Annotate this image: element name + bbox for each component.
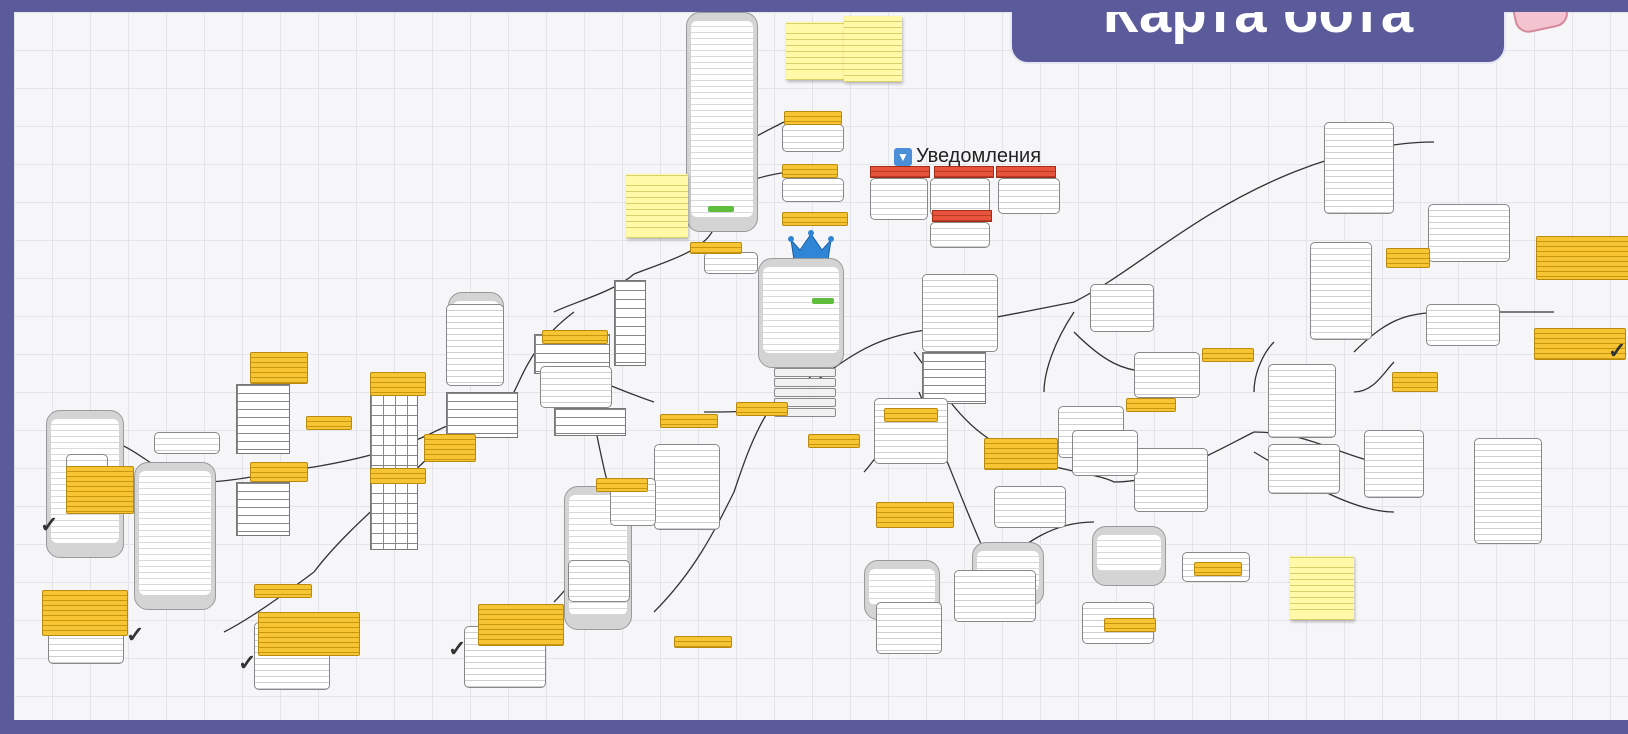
message-bubble[interactable] <box>930 222 990 248</box>
bot-message-block[interactable] <box>596 478 648 492</box>
bot-message-block[interactable] <box>42 590 128 636</box>
message-bubble[interactable] <box>1364 430 1424 498</box>
message-bubble[interactable] <box>1090 284 1154 332</box>
alert-block[interactable] <box>996 166 1056 178</box>
bot-message-block[interactable] <box>542 330 608 344</box>
message-bubble[interactable] <box>446 304 504 386</box>
notifications-heading: ▼ Уведомления <box>894 145 1041 168</box>
bot-message-block[interactable] <box>66 466 134 514</box>
message-bubble[interactable] <box>782 178 844 202</box>
bot-screen-main[interactable] <box>758 258 844 368</box>
checkmark-icon: ✓ <box>1608 338 1627 363</box>
message-bubble[interactable] <box>154 432 220 454</box>
message-bubble[interactable] <box>782 124 844 152</box>
message-bubble[interactable] <box>1134 448 1208 512</box>
bot-message-block[interactable] <box>782 164 838 178</box>
bot-message-block[interactable] <box>1202 348 1254 362</box>
bot-message-block[interactable] <box>250 462 308 482</box>
message-bubble[interactable] <box>930 178 990 216</box>
keyboard-grid[interactable] <box>922 352 986 404</box>
bot-message-block[interactable] <box>1104 618 1156 632</box>
message-bubble[interactable] <box>654 444 720 530</box>
bot-message-block[interactable] <box>736 402 788 416</box>
message-bubble[interactable] <box>870 178 928 220</box>
message-bubble[interactable] <box>1324 122 1394 214</box>
message-bubble[interactable] <box>998 178 1060 214</box>
bot-message-block[interactable] <box>1386 248 1430 268</box>
bot-screen-start[interactable] <box>686 12 758 232</box>
message-bubble[interactable] <box>922 274 998 352</box>
keyboard-grid[interactable] <box>236 482 290 536</box>
keyboard-grid[interactable] <box>446 392 518 438</box>
checkmark-icon: ✓ <box>238 650 257 675</box>
alert-block[interactable] <box>934 166 994 178</box>
message-bubble[interactable] <box>994 486 1066 528</box>
bot-message-block[interactable] <box>370 468 426 484</box>
bot-message-block[interactable] <box>250 352 308 384</box>
keyboard-grid[interactable] <box>370 394 418 470</box>
bot-message-block[interactable] <box>1392 372 1438 392</box>
checkmark-icon: ✓ <box>126 622 145 647</box>
keyboard-grid[interactable] <box>236 384 290 454</box>
message-bubble[interactable] <box>1428 204 1510 262</box>
bot-message-block[interactable] <box>660 414 718 428</box>
message-bubble[interactable] <box>1310 242 1372 340</box>
bot-screen[interactable] <box>134 462 216 610</box>
keyboard-grid[interactable] <box>370 482 418 550</box>
message-bubble[interactable] <box>954 570 1036 622</box>
bot-message-block[interactable] <box>1194 562 1242 576</box>
bot-message-block[interactable] <box>1534 328 1626 360</box>
bot-message-block[interactable] <box>808 434 860 448</box>
bot-screen[interactable] <box>1092 526 1166 586</box>
message-bubble[interactable] <box>1474 438 1542 544</box>
board-title: Карта бота <box>1010 12 1506 64</box>
sticky-note[interactable] <box>1290 556 1354 620</box>
sticky-note[interactable] <box>786 22 844 80</box>
alert-block[interactable] <box>932 210 992 222</box>
bot-message-block[interactable] <box>1536 236 1628 280</box>
whiteboard-canvas[interactable]: Карта бота ▼ Уведомления <box>14 12 1628 720</box>
bot-message-block[interactable] <box>674 636 732 648</box>
message-bubble[interactable] <box>1426 304 1500 346</box>
bot-message-block[interactable] <box>782 212 848 226</box>
checkmark-icon: ✓ <box>448 636 467 661</box>
bot-message-block[interactable] <box>478 604 564 646</box>
bot-message-block[interactable] <box>1126 398 1176 412</box>
bot-message-block[interactable] <box>784 111 842 125</box>
message-bubble[interactable] <box>1134 352 1200 398</box>
message-bubble[interactable] <box>1082 602 1154 644</box>
message-bubble[interactable] <box>1268 444 1340 494</box>
bot-message-block[interactable] <box>690 242 742 254</box>
down-arrow-icon: ▼ <box>894 147 912 166</box>
bot-message-block[interactable] <box>876 502 954 528</box>
message-bubble[interactable] <box>876 602 942 654</box>
keyboard-grid[interactable] <box>554 408 626 436</box>
bot-message-block[interactable] <box>258 612 360 656</box>
sticky-note[interactable] <box>844 16 902 82</box>
bot-message-block[interactable] <box>370 372 426 396</box>
bot-message-block[interactable] <box>984 438 1058 470</box>
bot-message-block[interactable] <box>884 408 938 422</box>
message-bubble[interactable] <box>704 252 758 274</box>
alert-block[interactable] <box>870 166 930 178</box>
keyboard-grid[interactable] <box>614 280 646 366</box>
bot-message-block[interactable] <box>424 434 476 462</box>
sticky-note[interactable] <box>626 174 688 238</box>
checkmark-icon: ✓ <box>40 512 59 537</box>
bot-message-block[interactable] <box>306 416 352 430</box>
bot-message-block[interactable] <box>254 584 312 598</box>
message-bubble[interactable] <box>1268 364 1336 438</box>
message-bubble[interactable] <box>568 560 630 602</box>
message-bubble[interactable] <box>540 366 612 408</box>
message-bubble[interactable] <box>1072 430 1138 476</box>
